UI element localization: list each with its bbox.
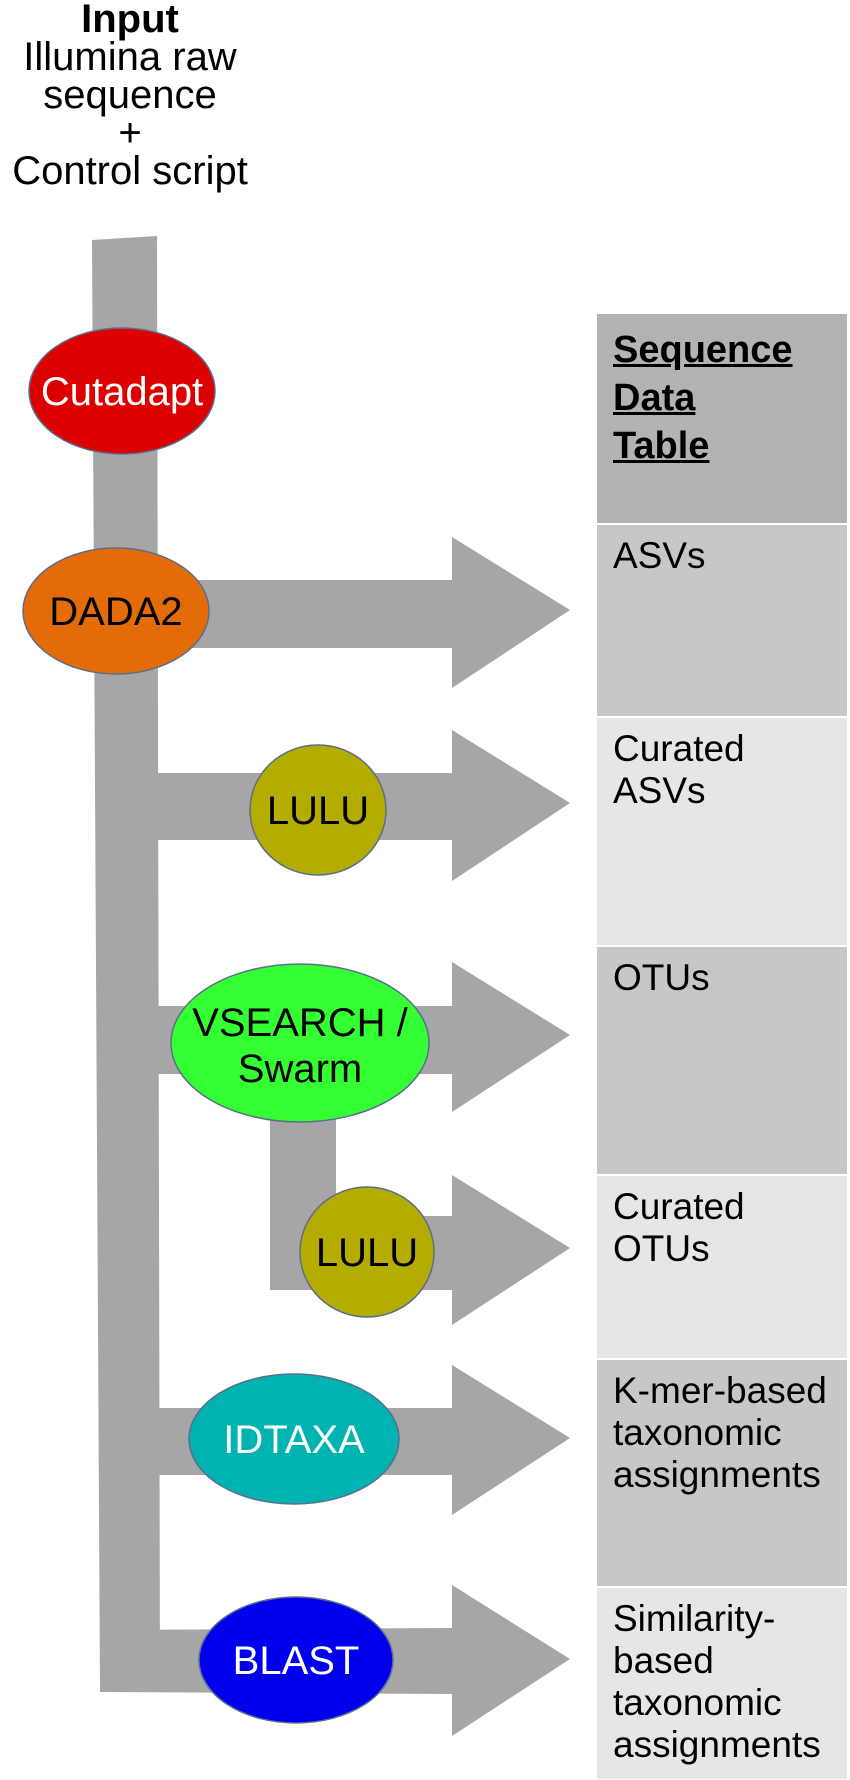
table-header-line-1: Sequence (613, 329, 793, 371)
asvs-label: ASVs (613, 535, 706, 576)
vsearch-label-1: VSEARCH / (192, 1001, 408, 1045)
idtaxa-node[interactable]: IDTAXA (188, 1373, 400, 1505)
table-row-curated-otus: Curated OTUs (596, 1175, 848, 1359)
kmer-line-1: K-mer-based (613, 1370, 827, 1411)
cutadapt-label: Cutadapt (41, 370, 203, 414)
lulu-asv-label: LULU (267, 789, 369, 833)
sim-line-1: Similarity- (613, 1598, 776, 1639)
vsearch-node[interactable]: VSEARCH / Swarm (170, 963, 430, 1123)
kmer-line-3: assignments (613, 1454, 821, 1495)
sim-line-3: taxonomic (613, 1682, 782, 1723)
table-row-kmer: K-mer-based taxonomic assignments (596, 1359, 848, 1587)
blast-node[interactable]: BLAST (198, 1596, 394, 1724)
blast-label: BLAST (233, 1639, 360, 1683)
lulu-otu-label: LULU (316, 1231, 418, 1275)
table-header-line-3: Table (613, 425, 710, 467)
curated-asvs-line-2: ASVs (613, 770, 706, 811)
table-header-line-2: Data (613, 377, 696, 419)
sim-line-4: assignments (613, 1724, 821, 1765)
input-line-1: Illumina raw (23, 35, 237, 79)
dada2-node[interactable]: DADA2 (22, 547, 210, 675)
input-line-4: Control script (12, 149, 248, 193)
sim-line-2: based (613, 1640, 714, 1681)
lulu-otu-node[interactable]: LULU (299, 1186, 435, 1318)
lulu-asv-node[interactable]: LULU (249, 744, 387, 876)
table-row-curated-asvs: Curated ASVs (596, 717, 848, 946)
curated-otus-line-1: Curated (613, 1186, 745, 1227)
arrow-asvs (157, 537, 570, 688)
input-block: Input Illumina raw sequence + Control sc… (0, 0, 260, 193)
table-row-otus: OTUs (596, 946, 848, 1175)
input-title: Input (81, 0, 179, 41)
curated-otus-line-2: OTUs (613, 1228, 710, 1269)
input-line-2: sequence (43, 73, 217, 117)
kmer-line-2: taxonomic (613, 1412, 782, 1453)
table-header: Sequence Data Table (596, 313, 848, 524)
tool-nodes: Cutadapt DADA2 LULU VSEARCH / Swarm LULU… (22, 327, 435, 1724)
otus-label: OTUs (613, 957, 710, 998)
input-line-3: + (118, 111, 142, 155)
dada2-label: DADA2 (49, 590, 182, 634)
table-row-similarity: Similarity- based taxonomic assignments (596, 1587, 848, 1780)
vsearch-label-2: Swarm (238, 1047, 362, 1091)
curated-asvs-line-1: Curated (613, 728, 745, 769)
table-row-asvs: ASVs (596, 524, 848, 717)
idtaxa-label: IDTAXA (223, 1418, 365, 1462)
cutadapt-node[interactable]: Cutadapt (28, 327, 216, 455)
